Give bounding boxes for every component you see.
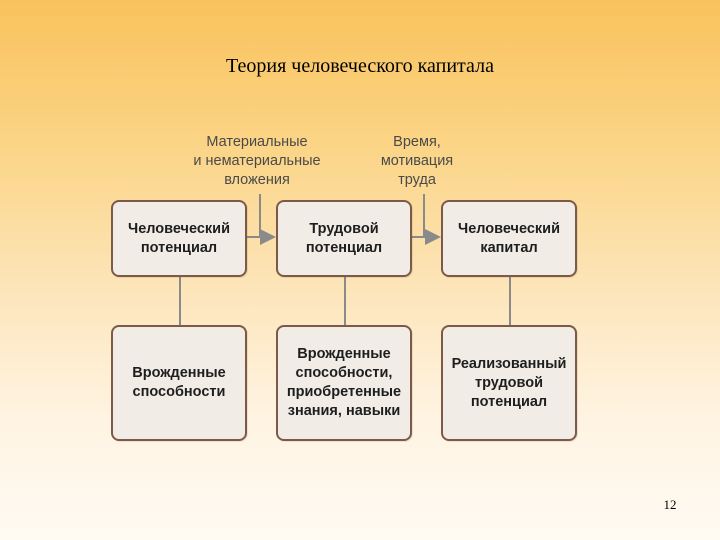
page-number: 12 — [663, 497, 677, 512]
box-innate-abilities: Врожденные способности — [111, 325, 247, 441]
box-human-potential: Человеческий потенциал — [111, 200, 247, 277]
box-acquired-skills: Врожденные способности, приобретенные зн… — [276, 325, 412, 441]
label-investments: Материальные и нематериальные вложения — [193, 134, 321, 188]
label-time-motivation: Время, мотивация труда — [380, 134, 454, 188]
box-labor-potential: Трудовой потенциал — [276, 200, 412, 277]
slide-title: Теория человеческого капитала — [226, 55, 494, 77]
box-realized-potential: Реализованный трудовой потенциал — [441, 325, 577, 441]
box-human-capital: Человеческий капитал — [441, 200, 577, 277]
